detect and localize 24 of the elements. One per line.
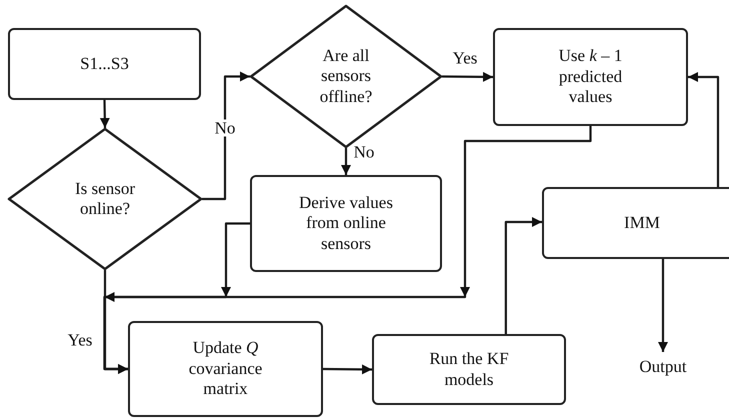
merge-arrowhead <box>104 292 114 302</box>
edge-label: Yes <box>452 50 478 66</box>
arrow <box>100 100 110 128</box>
arrow <box>504 217 542 334</box>
arrow <box>103 126 592 374</box>
process-box: IMM <box>542 187 729 259</box>
arrow <box>658 259 668 352</box>
merge-arrowhead <box>460 287 470 297</box>
arrow <box>442 72 494 82</box>
process-box: S1...S3 <box>8 28 201 100</box>
process-box: Run the KF models <box>372 334 566 405</box>
output-text: Output <box>628 352 698 382</box>
process-box: Update Q covariance matrix <box>128 321 323 417</box>
arrow <box>341 148 351 175</box>
process-box: Use k – 1 predicted values <box>493 28 688 126</box>
decision-diamond: Is sensor online? <box>8 128 202 270</box>
edge-label: Yes <box>66 332 94 348</box>
arrow <box>688 72 720 187</box>
merge-arrowhead <box>221 287 231 297</box>
arrow <box>322 364 372 374</box>
process-box: Derive values from online sensors <box>250 175 442 272</box>
edge-label: No <box>352 144 376 160</box>
arrow <box>202 72 250 200</box>
edge-label: No <box>214 120 236 136</box>
